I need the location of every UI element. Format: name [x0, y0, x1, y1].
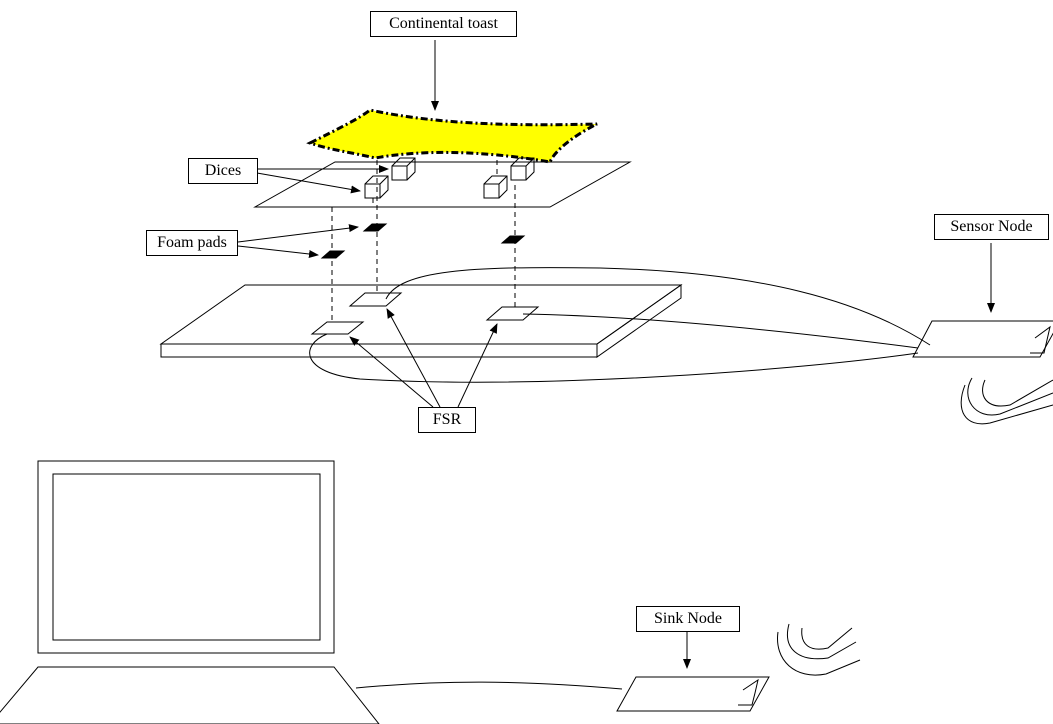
fsr-2: [348, 292, 403, 307]
base-board: [159, 284, 683, 358]
wire-1: [385, 267, 931, 346]
toast-shape: [306, 108, 598, 164]
dice-cube-right-back: [510, 157, 535, 181]
dice-cube-left-back: [391, 157, 416, 181]
foam-arrow-2: [237, 245, 319, 258]
dices-label: Dices: [188, 158, 258, 184]
dices-arrow-2: [256, 172, 361, 194]
foam-pads-label: Foam pads: [146, 230, 238, 256]
foam-arrow-1: [237, 224, 359, 243]
fsr-1: [310, 321, 365, 335]
wire-3: [309, 333, 919, 383]
foam-pad-3: [500, 235, 526, 244]
dice-cube-right-front: [483, 175, 508, 199]
sensor-node-signal-icon: [960, 377, 1053, 425]
toast-label: Continental toast: [370, 11, 517, 37]
fsr-arrow-2: [386, 308, 441, 408]
sensor-node-antenna-icon: [1030, 325, 1051, 354]
fsr-arrow-1: [349, 336, 434, 408]
fsr-arrow-3: [457, 323, 498, 408]
laptop-sink-cable: [355, 681, 623, 690]
dice-platform: [253, 161, 632, 208]
foam-pad-1: [320, 250, 346, 259]
laptop-icon: [0, 460, 380, 724]
sink-node-antenna-icon: [738, 678, 759, 706]
wire-2: [522, 313, 919, 349]
sink-node-label: Sink Node: [636, 606, 740, 632]
sensor-node-label: Sensor Node: [934, 214, 1049, 240]
sink-node-board: [616, 676, 770, 712]
foam-pad-2: [362, 223, 388, 232]
fsr-3: [485, 306, 540, 321]
sensor-node-board: [912, 320, 1053, 358]
fsr-label: FSR: [418, 407, 476, 433]
alignment-dashes: [331, 160, 516, 330]
sink-node-signal-icon: [777, 623, 861, 676]
